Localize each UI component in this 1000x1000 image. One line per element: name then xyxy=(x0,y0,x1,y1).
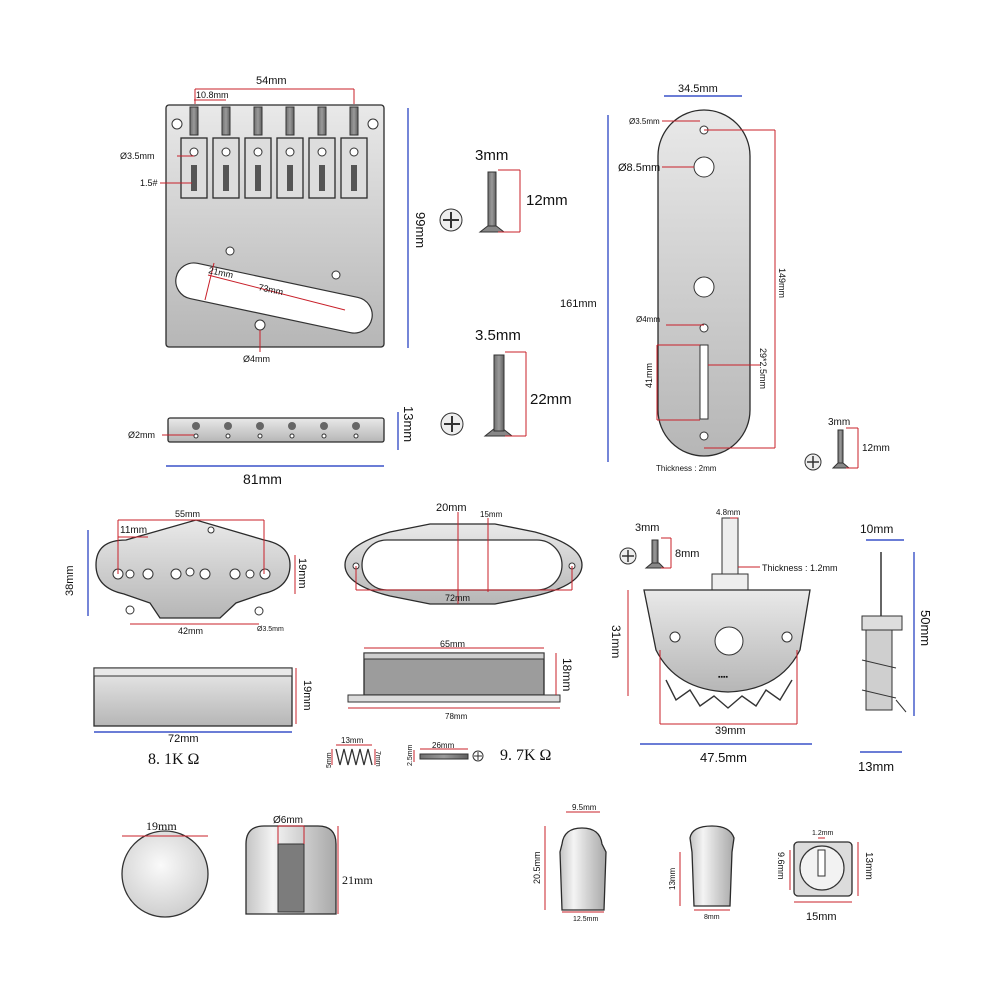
resistance-neck-label: 9. 7K Ω xyxy=(500,747,552,764)
plate-slot-label: 29*2.5mm xyxy=(758,348,768,389)
bridge-pu-19-label: 19mm xyxy=(296,558,308,589)
tip-height-label: 20.5mm xyxy=(532,851,542,884)
tip-top-label: 9.5mm xyxy=(572,803,597,812)
tip2-height-label: 13mm xyxy=(668,867,677,890)
bar-width-label: 81mm xyxy=(243,471,282,487)
switch-top-label: 4.8mm xyxy=(716,508,741,517)
bridge-dimensions: 54mm 10.8mm Ø3.5mm 1.5# 99mm 21mm 73mm Ø… xyxy=(120,75,428,364)
switch-tip-large: 9.5mm 20.5mm 12.5mm xyxy=(532,803,607,923)
screw-12mm: 3mm 12mm xyxy=(439,147,568,233)
plate-hole-small-label: Ø4mm xyxy=(636,315,660,324)
bridge-pu-height-label: 38mm xyxy=(64,565,76,596)
screw2-len-label: 22mm xyxy=(530,391,572,408)
tip3-right-label: 13mm xyxy=(863,852,874,880)
plate-inner-label: 149mm xyxy=(777,268,787,298)
switch-side-13-label: 13mm xyxy=(858,759,894,774)
knob-19-label: 19mm xyxy=(146,819,177,833)
control-plate: 34.5mm Ø3.5mm Ø8.5mm 161mm 149mm Ø4mm 41… xyxy=(560,83,787,473)
screw1-len-label: 12mm xyxy=(526,192,568,209)
tip3-left-label: 9.6mm xyxy=(776,852,786,880)
small-screw-dia-label: 3mm xyxy=(828,417,850,428)
bridge-screw-label: 1.5# xyxy=(140,178,158,188)
bridge-width-label: 54mm xyxy=(256,75,287,87)
neck-side-65-label: 65mm xyxy=(440,639,465,649)
bar-hole-label: Ø2mm xyxy=(128,430,155,440)
switch-side: 10mm 50mm 13mm xyxy=(858,522,933,774)
saddle-spacing-label: 10.8mm xyxy=(196,90,229,100)
bridge-pickup-side: 19mm 72mm 8. 1K Ω xyxy=(93,667,313,768)
bridge-pu-pole-label: 11mm xyxy=(120,525,147,536)
svg-text:▪▪▪▪: ▪▪▪▪ xyxy=(718,674,728,681)
saddles xyxy=(180,137,368,199)
small-screw-len-label: 12mm xyxy=(862,443,890,454)
neck-side-18-label: 18mm xyxy=(560,658,574,691)
bridge-pu-span-label: 55mm xyxy=(175,509,200,519)
bridge-hole-label: Ø3.5mm xyxy=(120,151,155,161)
spring-5-label: 5mm xyxy=(326,752,333,768)
screw-22mm: 3.5mm 22mm xyxy=(440,327,572,437)
pin-len-label: 26mm xyxy=(432,741,455,750)
tip-bottom-label: 12.5mm xyxy=(573,916,598,923)
plate-hole-big-label: Ø8.5mm xyxy=(618,162,660,174)
bridge-pickup-top: 55mm 11mm 38mm 19mm 42mm Ø3.5mm xyxy=(64,509,308,636)
switch-39-label: 39mm xyxy=(715,725,746,737)
neck-pickup-cover: 20mm 15mm 72mm xyxy=(344,502,583,605)
bridge-side-72-label: 72mm xyxy=(168,733,199,745)
plate-slot-len-label: 41mm xyxy=(644,363,654,388)
plate-total-label: 161mm xyxy=(560,298,597,310)
screw1-dia-label: 3mm xyxy=(475,147,508,164)
knob-shaft-label: Ø6mm xyxy=(273,815,303,826)
switch-screw-dia-label: 3mm xyxy=(635,522,659,534)
screw2-dia-label: 3.5mm xyxy=(475,327,521,344)
knob-21-label: 21mm xyxy=(342,873,373,887)
knob-top: 19mm xyxy=(121,819,209,918)
neck-cover-20-label: 20mm xyxy=(436,502,467,514)
knob-side: Ø6mm 21mm xyxy=(245,815,373,915)
spring-len-label: 13mm xyxy=(341,736,364,745)
bridge-side-19-label: 19mm xyxy=(301,680,313,711)
saddle-screws xyxy=(189,106,359,136)
pickup-slot xyxy=(175,262,373,334)
bridge-pu-hole-label: Ø3.5mm xyxy=(257,626,284,633)
switch-47-label: 47.5mm xyxy=(700,750,747,765)
neck-pickup-side: 65mm 18mm 78mm xyxy=(347,639,574,721)
tip2-bottom-label: 8mm xyxy=(704,914,720,921)
switch-body: ▪▪▪▪ 4.8mm Thickness : 1.2mm 31mm 39mm 4… xyxy=(609,508,838,765)
switch-screw: 3mm 8mm xyxy=(619,522,699,569)
switch-side-50-label: 50mm xyxy=(918,610,933,646)
switch-tip-top: 1.2mm 9.6mm 13mm 15mm xyxy=(776,830,874,923)
bridge-height-label: 99mm xyxy=(413,212,428,248)
plate-thickness-label: Thickness : 2mm xyxy=(656,464,717,473)
switch-screw-len-label: 8mm xyxy=(675,548,699,560)
tip3-bottom-label: 15mm xyxy=(806,911,837,923)
bar-height-label: 13mm xyxy=(401,406,416,442)
plate-width-label: 34.5mm xyxy=(678,83,718,95)
small-screw: 3mm 12mm xyxy=(804,417,890,471)
switch-tip-small: 13mm 8mm xyxy=(668,825,735,921)
resistance-bridge-label: 8. 1K Ω xyxy=(148,751,200,768)
switch-31-label: 31mm xyxy=(609,625,623,658)
bridge-pu-hole-span-label: 42mm xyxy=(178,626,203,636)
neck-cover-15-label: 15mm xyxy=(480,510,503,519)
neck-side-78-label: 78mm xyxy=(445,712,468,721)
switch-thickness-label: Thickness : 1.2mm xyxy=(762,563,838,573)
switch-side-10-label: 10mm xyxy=(860,522,893,536)
plate-hole-top-label: Ø3.5mm xyxy=(629,117,660,126)
string-bar: Ø2mm 13mm 81mm xyxy=(128,406,416,487)
spring-and-pin: 13mm 5mm 7mm 26mm 2.5mm 9. 7K Ω xyxy=(326,736,552,768)
spring-7-label: 7mm xyxy=(374,751,381,767)
pin-dia-label: 2.5mm xyxy=(407,744,414,766)
tip3-slot-label: 1.2mm xyxy=(812,830,834,837)
bottom-hole-label: Ø4mm xyxy=(243,354,270,364)
neck-cover-72-label: 72mm xyxy=(445,593,470,603)
bridge-plate xyxy=(165,104,385,348)
